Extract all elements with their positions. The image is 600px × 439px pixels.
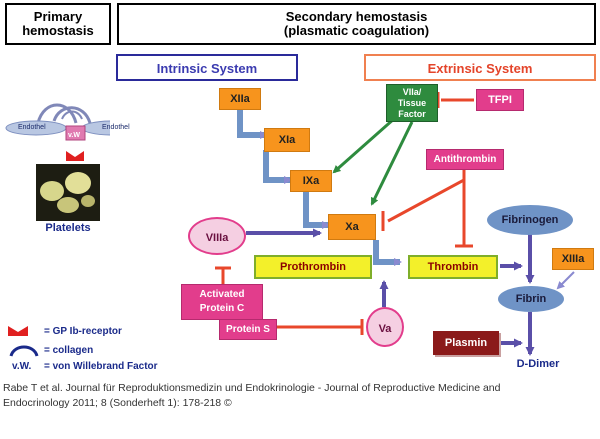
factor-fibrinogen: Fibrinogen [487, 205, 573, 235]
tissue-line: Tissue [397, 98, 427, 108]
inhibit-antithrombin-xa [387, 170, 466, 223]
primary-header-line2: hemostasis [22, 23, 94, 38]
apc-line1: Activated [199, 289, 245, 300]
arrow-tf-xa [370, 121, 414, 206]
legend-symbols [8, 326, 39, 357]
secondary-header-line1: Secondary hemostasis [285, 9, 428, 24]
primary-hemostasis-header: Primary hemostasis [5, 3, 111, 45]
vw-label: v.W [68, 132, 80, 139]
apc-line2: Protein C [199, 303, 245, 314]
arrow-tf-ixa [332, 116, 396, 174]
secondary-header-line2: (plasmatic coagulation) [283, 23, 430, 38]
legend-vw-text: = von Willebrand Factor [44, 361, 158, 372]
arrow-xiiia-fibrin [556, 271, 575, 290]
primary-hemostasis-illustration [5, 103, 110, 221]
endothel-right-label: Endothel [102, 124, 130, 131]
factor-xiia: XIIa [219, 88, 261, 110]
factor-line: Factor [398, 109, 426, 119]
citation: Rabe T et al. Journal für Reproduktionsm… [3, 381, 598, 411]
citation-line1: Rabe T et al. Journal für Reproduktionsm… [3, 382, 501, 394]
factor-activated-protein-c: Activated Protein C [181, 284, 263, 320]
vw-icon [65, 125, 86, 141]
factor-ixa: IXa [290, 170, 332, 192]
intrinsic-system-label: Intrinsic System [116, 54, 298, 81]
legend-vw-abbr: v.W. [12, 361, 32, 372]
factor-protein-s: Protein S [219, 319, 277, 340]
factor-fibrin: Fibrin [498, 286, 564, 312]
factor-antithrombin: Antithrombin [426, 149, 504, 170]
factor-xia: XIa [264, 128, 310, 152]
platelets-label: Platelets [45, 222, 91, 234]
legend-collagen-text: = collagen [44, 345, 94, 356]
factor-tfpi: TFPI [476, 89, 524, 111]
arrow-xiia-xia [237, 110, 268, 139]
viia-line: VIIa/ [402, 87, 422, 97]
factor-viia-tissue-factor: VIIa/ Tissue Factor [386, 84, 438, 122]
factor-d-dimer: D-Dimer [516, 358, 560, 370]
primary-header-line1: Primary [33, 9, 83, 24]
factor-xa: Xa [328, 214, 376, 240]
legend-gp-icon [8, 326, 28, 336]
arrow-xa-thrombin [373, 240, 402, 266]
arrow-ixa-xa [303, 192, 330, 229]
factor-xiiia: XIIIa [552, 248, 594, 270]
factor-thrombin: Thrombin [408, 255, 498, 279]
legend-gp-text: = GP Ib-receptor [44, 326, 122, 337]
factor-prothrombin: Prothrombin [254, 255, 372, 279]
secondary-hemostasis-header: Secondary hemostasis (plasmatic coagulat… [117, 3, 596, 45]
arrow-xia-ixa [263, 150, 292, 184]
endothel-left-label: Endothel [18, 124, 46, 131]
factor-viiia: VIIIa [188, 217, 246, 255]
gp-receptor-icon [66, 151, 84, 161]
factor-va: Va [366, 307, 404, 347]
collagen-icon [36, 103, 78, 124]
legend-collagen-icon [9, 345, 39, 357]
extrinsic-system-label: Extrinsic System [364, 54, 596, 81]
citation-line2: Endocrinology 2011; 8 (Sonderheft 1): 17… [3, 397, 232, 409]
factor-plasmin: Plasmin [433, 331, 499, 355]
